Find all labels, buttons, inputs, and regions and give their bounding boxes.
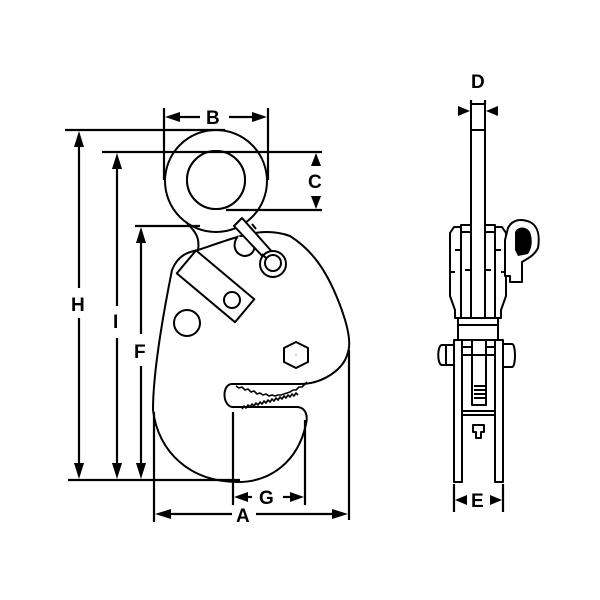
dim-label-g: G — [259, 488, 274, 509]
plate-pin — [223, 291, 241, 309]
dim-label-f: F — [134, 342, 146, 363]
dim-label-a: A — [236, 506, 250, 527]
dim-label-c: C — [308, 172, 322, 193]
small-bolt-side — [472, 424, 485, 439]
left-lower-plate — [453, 339, 463, 483]
cam-side — [471, 339, 487, 406]
lock-lever — [233, 217, 287, 278]
hex-nut — [283, 341, 309, 369]
middle-block — [457, 317, 499, 341]
dim-label-b: B — [206, 108, 220, 129]
front-view — [152, 129, 351, 483]
eye-plate-side — [470, 103, 486, 341]
side-dimensions: D E — [452, 72, 505, 512]
body-hole — [173, 309, 201, 337]
dim-label-e: E — [471, 491, 484, 512]
eye-hole-redraw — [186, 150, 246, 210]
eye-neck — [185, 221, 200, 251]
dim-label-h: H — [71, 295, 85, 316]
cam-jaw-teeth — [235, 381, 308, 397]
dim-label-i: I — [113, 312, 118, 333]
front-dimensions: B C H I F — [65, 108, 351, 527]
dim-label-d: D — [471, 72, 485, 93]
jaw-pad-teeth — [241, 392, 299, 410]
side-bolt-right — [502, 343, 516, 368]
eye-neck-right — [251, 223, 257, 230]
right-lower-plate — [494, 339, 504, 483]
lever-grip-fill — [515, 227, 532, 256]
side-view — [437, 103, 540, 483]
